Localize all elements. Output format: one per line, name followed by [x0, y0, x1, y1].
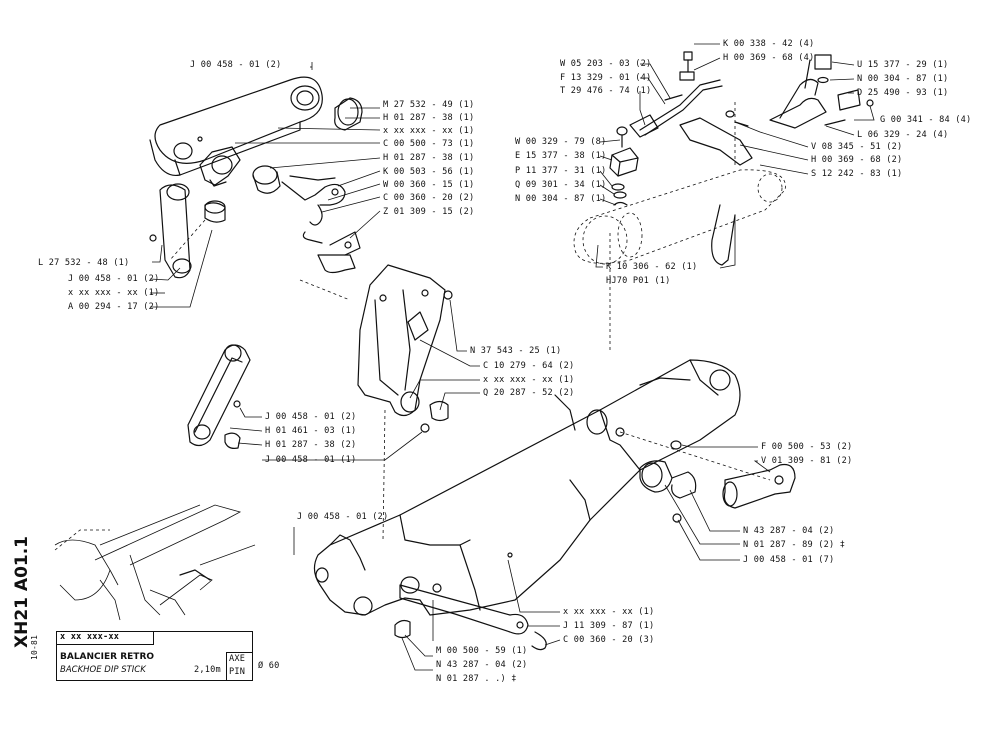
callout-label: C 10 279 - 64 (2): [483, 361, 575, 371]
callout-label: A 00 294 - 17 (2): [68, 302, 160, 312]
callout-label: x xx xxx - xx (1): [68, 288, 160, 298]
callout-label: P 11 377 - 31 (1): [515, 166, 607, 176]
callout-label: x xx xxx - xx (1): [483, 375, 575, 385]
callout-label: S 12 242 - 83 (1): [811, 169, 903, 179]
callout-label: W 00 329 - 79 (8): [515, 137, 607, 147]
callout-label: C 00 500 - 73 (1): [383, 139, 475, 149]
callout-label: H 00 369 - 68 (4): [723, 53, 815, 63]
callout-label: N 00 304 - 87 (1): [857, 74, 949, 84]
callout-label: L 06 329 - 24 (4): [857, 130, 949, 140]
callout-label: HJ70 P01 (1): [606, 276, 671, 286]
callout-label: N 37 543 - 25 (1): [470, 346, 562, 356]
callout-label: N 00 304 - 87 (1): [515, 194, 607, 204]
bushing-part: [252, 97, 363, 194]
dipper-stick-part: [313, 359, 741, 616]
callout-label: H 01 287 - 38 (2): [265, 440, 357, 450]
stick-length: 2,10m: [194, 665, 221, 675]
callout-label: H 01 287 - 38 (1): [383, 113, 475, 123]
pin-label-en: PIN: [229, 667, 246, 677]
callout-label: J 11 309 - 87 (1): [563, 621, 655, 631]
callout-label: x xx xxx - xx (1): [383, 126, 475, 136]
callout-label: J 00 458 - 01 (1): [265, 455, 357, 465]
callout-label: J 00 458 - 01 (2): [190, 60, 282, 70]
callout-label: W 05 203 - 03 (2): [560, 59, 652, 69]
pin-diameter: Ø 60: [258, 661, 280, 671]
callout-label: F 13 329 - 01 (4): [560, 73, 652, 83]
callout-label: C 00 360 - 20 (3): [563, 635, 655, 645]
callout-label: J 00 458 - 01 (2): [68, 274, 160, 284]
callout-label: V 08 345 - 51 (2): [811, 142, 903, 152]
u-bolt-part: [769, 54, 874, 129]
callout-label: K 00 338 - 42 (4): [723, 39, 815, 49]
callout-label: Q 20 287 - 52 (2): [483, 388, 575, 398]
block-part: [609, 126, 639, 206]
hydraulic-cylinder-part: [573, 169, 786, 266]
callout-label: F 00 500 - 53 (2): [761, 442, 853, 452]
location-inset: [54, 504, 256, 621]
callout-label: J 00 458 - 01 (2): [297, 512, 389, 522]
callout-label: T 29 476 - 74 (1): [560, 86, 652, 96]
callout-label: J 00 458 - 01 (7): [743, 555, 835, 565]
pin-part: [281, 175, 346, 226]
axe-label-fr: AXE: [229, 654, 246, 664]
drawing-reference-code: XH21 A01.1: [12, 535, 32, 648]
title-english: BACKHOE DIP STICK: [60, 665, 146, 675]
right-bushings-part: [639, 440, 697, 523]
callout-label: x xx xxx - xx (1): [563, 607, 655, 617]
callout-label: N 01 287 . .) ‡: [436, 674, 517, 684]
callout-label: L 27 532 - 48 (1): [38, 258, 130, 268]
title-french: BALANCIER RETRO: [60, 652, 155, 662]
alignment-lines: [169, 100, 771, 541]
callout-label: Z 01 309 - 15 (2): [383, 207, 475, 217]
callout-label: G 00 341 - 84 (4): [880, 115, 972, 125]
callout-label: M 00 500 - 59 (1): [436, 646, 528, 656]
callout-label: H 01 461 - 03 (1): [265, 426, 357, 436]
part-number-frame: [56, 631, 154, 645]
date-code: 10-81: [30, 634, 39, 660]
callout-label: J 00 458 - 01 (2): [265, 412, 357, 422]
assembly-part-number: x xx xxx-xx: [60, 632, 120, 642]
callout-label: K 10 306 - 62 (1): [606, 262, 698, 272]
pin-v-part: [722, 463, 796, 509]
link-bar-part: [149, 183, 226, 279]
callout-label: N 43 287 - 04 (2): [743, 526, 835, 536]
bracket-part: [357, 264, 453, 433]
callout-label: E 15 377 - 38 (1): [515, 151, 607, 161]
callout-label: U 15 377 - 29 (1): [857, 60, 949, 70]
callout-label: K 00 503 - 56 (1): [383, 167, 475, 177]
callout-label: M 27 532 - 49 (1): [383, 100, 475, 110]
callout-label: N 43 287 - 04 (2): [436, 660, 528, 670]
callout-label: V 01 309 - 81 (2): [761, 456, 853, 466]
pin-z-part: [302, 231, 361, 274]
lower-link-part: [187, 344, 251, 449]
callout-label: D 25 490 - 93 (1): [857, 88, 949, 98]
callout-label: W 00 360 - 15 (1): [383, 180, 475, 190]
callout-label: C 00 360 - 20 (2): [383, 193, 475, 203]
pin-j-part: [394, 576, 547, 651]
callout-label: N 01 287 - 89 (2) ‡: [743, 540, 846, 550]
callout-label: H 01 287 - 38 (1): [383, 153, 475, 163]
upper-link-part: [149, 76, 323, 187]
callout-label: Q 09 301 - 34 (1): [515, 180, 607, 190]
leader-lines: [149, 43, 875, 671]
callout-label: H 00 369 - 68 (2): [811, 155, 903, 165]
pin-cell-frame: [226, 652, 253, 681]
